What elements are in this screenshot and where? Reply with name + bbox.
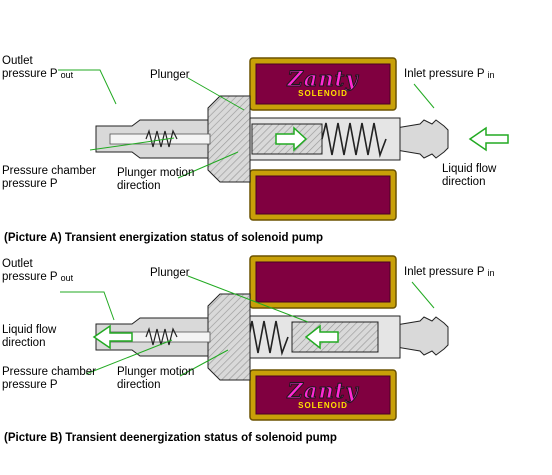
motion-label-b-line1: Plunger motion <box>117 366 195 378</box>
zanty-logo-b: Zanty SOLENOID <box>262 378 384 410</box>
motion-label-a-line2: direction <box>117 180 161 192</box>
outlet-label-a-sub: out <box>60 70 74 80</box>
inlet-label-a: Inlet pressure P in <box>404 68 495 82</box>
chamber-label-b-line2: pressure P <box>2 379 58 391</box>
plunger-label-a: Plunger <box>150 69 190 81</box>
coil-lower-a <box>249 169 397 221</box>
chamber-label-a-line1: Pressure chamber <box>2 165 96 177</box>
pump-body-b <box>207 293 251 381</box>
outlet-label-b: Outlet pressure P out <box>2 258 73 285</box>
inlet-nozzle-a <box>395 119 449 159</box>
valve-spring-b <box>145 326 178 346</box>
coil-upper-a <box>249 57 397 111</box>
flow-label-b-line1: Liquid flow <box>2 324 57 336</box>
inlet-label-b-text: Inlet pressure P <box>404 266 485 278</box>
chamber-label-a: Pressure chamber pressure P <box>2 165 96 191</box>
outlet-label-a-line2: pressure P <box>2 68 58 80</box>
motion-label-a-line1: Plunger motion <box>117 167 195 179</box>
flow-label-b: Liquid flow direction <box>2 324 56 350</box>
caption-a: (Picture A) Transient energization statu… <box>4 232 324 244</box>
outlet-label-b-line1: Outlet <box>2 258 33 270</box>
pump-body-a <box>207 95 251 183</box>
coil-upper-b <box>249 255 397 309</box>
inlet-nozzle-b <box>395 316 449 356</box>
plunger-label-b: Plunger <box>150 267 190 279</box>
outlet-label-a: Outlet pressure P out <box>2 55 73 82</box>
flow-label-b-line2: direction <box>2 337 46 349</box>
plunger-motion-arrow-a <box>275 126 308 152</box>
motion-label-b-line2: direction <box>117 379 161 391</box>
pump-a <box>58 57 509 221</box>
outlet-label-b-sub: out <box>60 273 74 283</box>
zanty-logo-a: Zanty SOLENOID <box>262 66 384 98</box>
leader-lines-a <box>58 69 435 179</box>
motion-label-a: Plunger motion direction <box>117 167 194 193</box>
outlet-label-a-line1: Outlet <box>2 55 33 67</box>
product-text-a: SOLENOID <box>298 89 348 98</box>
return-spring-a <box>321 122 387 158</box>
leader-lines-b <box>60 275 435 377</box>
caption-b: (Picture B) Transient deenergization sta… <box>4 432 337 444</box>
inlet-label-b: Inlet pressure P in <box>404 266 495 280</box>
inlet-label-a-sub: in <box>487 70 495 80</box>
plunger-motion-arrow-b <box>304 324 339 350</box>
brand-text-a: Zanty <box>287 66 359 91</box>
chamber-label-a-line2: pressure P <box>2 178 58 190</box>
flow-label-a: Liquid flow direction <box>442 163 496 189</box>
pump-b <box>60 255 449 421</box>
valve-spring-a <box>145 128 178 148</box>
liquid-flow-arrow-a <box>468 126 509 152</box>
coil-lower-b <box>249 369 397 421</box>
flow-label-a-line2: direction <box>442 176 486 188</box>
brand-text-b: Zanty <box>287 378 359 403</box>
motion-label-b: Plunger motion direction <box>117 366 194 392</box>
chamber-label-b-line1: Pressure chamber <box>2 366 96 378</box>
inlet-label-b-sub: in <box>487 268 495 278</box>
inlet-label-a-text: Inlet pressure P <box>404 68 485 80</box>
chamber-label-b: Pressure chamber pressure P <box>2 366 96 392</box>
outlet-label-b-line2: pressure P <box>2 271 58 283</box>
liquid-flow-arrow-b <box>92 324 133 350</box>
product-text-b: SOLENOID <box>298 401 348 410</box>
flow-label-a-line1: Liquid flow <box>442 163 497 175</box>
